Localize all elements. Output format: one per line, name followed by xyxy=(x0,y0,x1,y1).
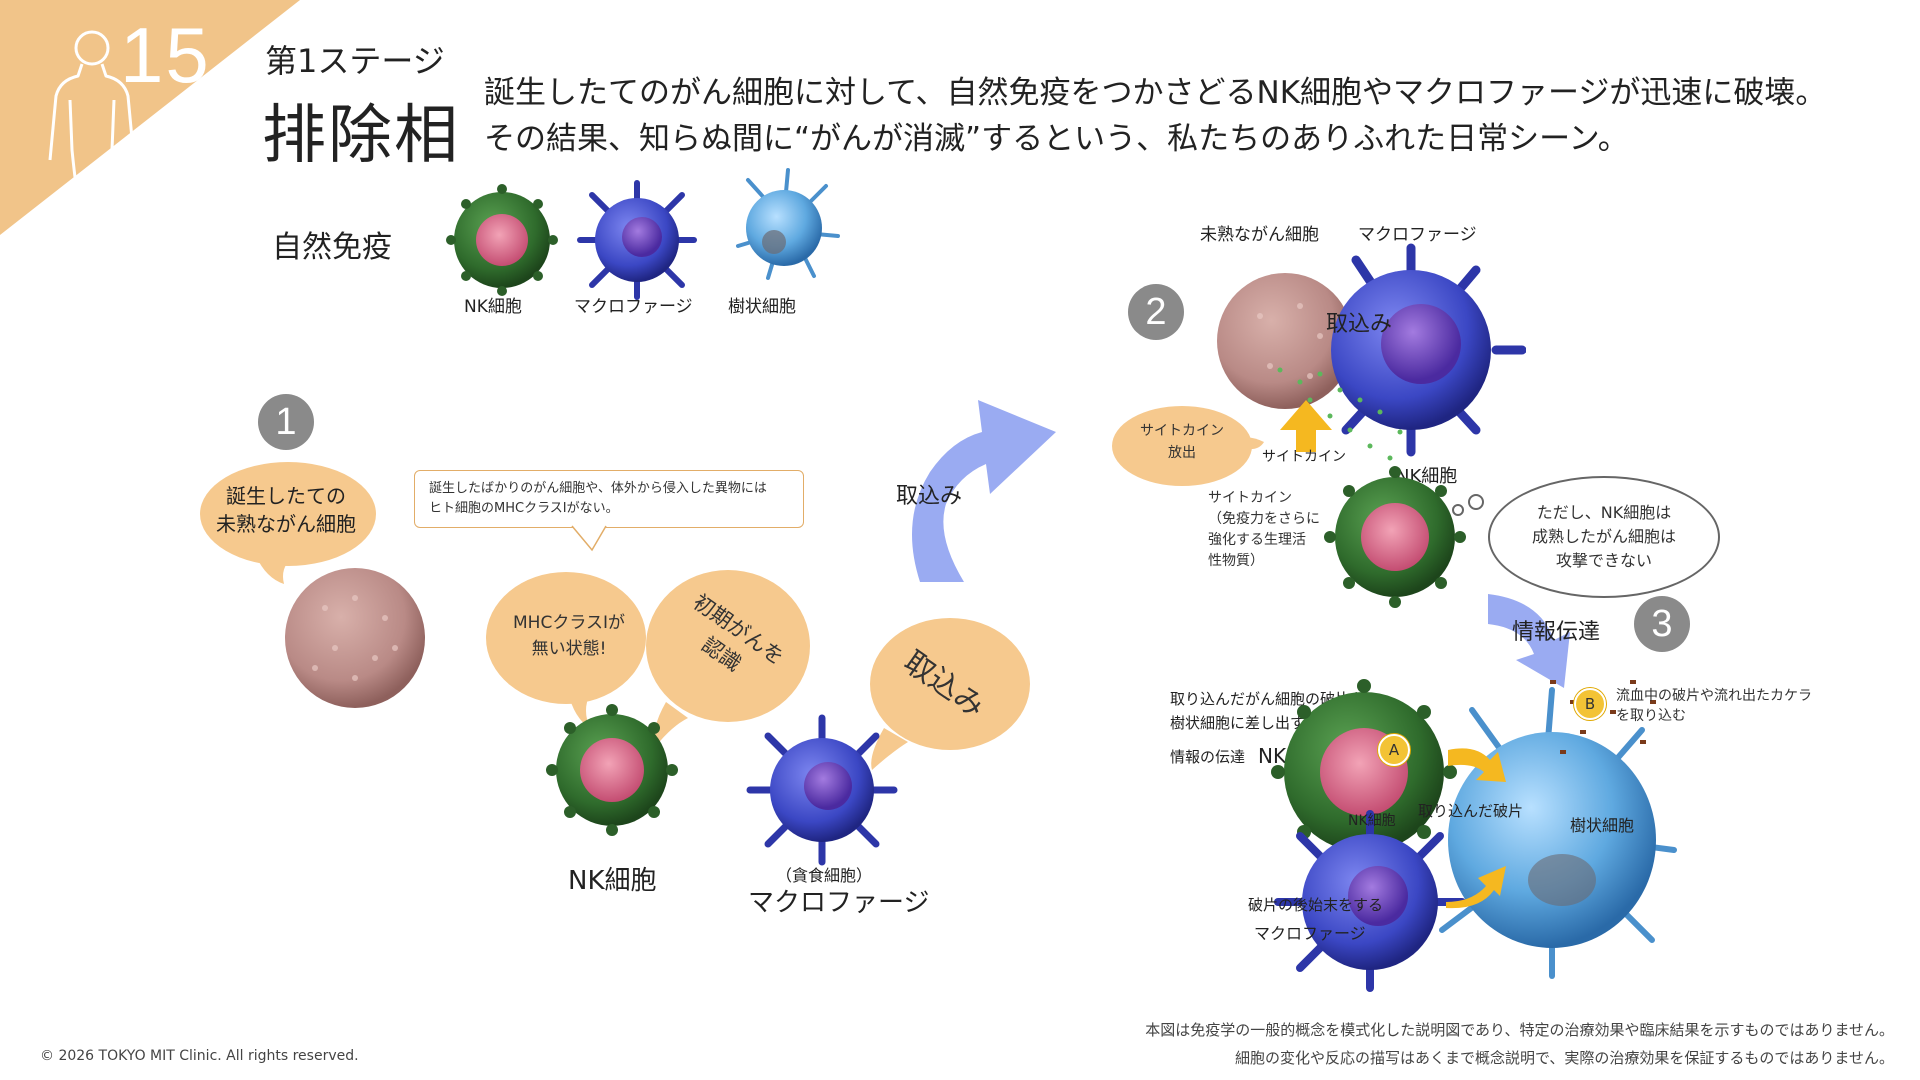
legend-macrophage-cell xyxy=(577,180,697,300)
bubble-engulf-shape xyxy=(870,618,1030,770)
cytokine-particles xyxy=(1277,367,1403,461)
legend-title: 自然免疫 xyxy=(272,230,392,265)
marker-b: B xyxy=(1574,688,1606,720)
step-3-number: 3 xyxy=(1634,596,1690,652)
bubble-cancer-text: 誕生したての 未熟ながん細胞 xyxy=(216,484,356,536)
step-1-macrophage-sub: （貪食細胞） xyxy=(776,866,873,885)
arrow-step2-to-step3 xyxy=(1488,594,1570,688)
phase-title: 排除相 xyxy=(262,99,460,173)
step-1-macrophage-cell xyxy=(746,714,898,866)
step-3-desc-a-line1: 取り込んだがん細胞の破片を xyxy=(1170,690,1366,708)
step-3-macrophage-label: マクロファージ xyxy=(1254,924,1366,943)
thought-dots xyxy=(1452,494,1484,516)
step-2-macrophage-label: マクロファージ xyxy=(1358,225,1477,245)
mhc-note-box: 誕生したばかりのがん細胞や、体外から侵入した異物には ヒト細胞のMHCクラスIが… xyxy=(414,470,804,528)
lead-line-1: 誕生したてのがん細胞に対して、自然免疫をつかさどるNK細胞やマクロファージが迅速… xyxy=(484,75,1827,111)
step-2-number: 2 xyxy=(1128,284,1184,340)
cytokine-up-arrow xyxy=(1280,400,1332,452)
lead-text: 誕生したてのがん細胞に対して、自然免疫をつかさどるNK細胞やマクロファージが迅速… xyxy=(484,70,1894,162)
nk-limitation-cloud: ただし、NK細胞は 成熟したがん細胞は 攻撃できない xyxy=(1488,476,1720,598)
disclaimer-line-2: 細胞の変化や反応の描写はあくまで概念説明で、実際の治療効果を保証するものではあり… xyxy=(1235,1049,1894,1067)
cytokine-label: サイトカイン xyxy=(1262,449,1346,465)
step-3-desc-b: 流血中の破片や流れ出たカケラ を取り込む xyxy=(1616,688,1812,724)
step-1-macrophage-label: マクロファージ xyxy=(748,888,930,918)
info-transfer-label: 情報の伝達 xyxy=(1170,748,1246,766)
step-1-number: 1 xyxy=(258,394,314,450)
copyright: © 2026 TOKYO MIT Clinic. All rights rese… xyxy=(40,1048,359,1064)
step-1-nk-cell xyxy=(546,704,678,836)
fragment-arrow-a xyxy=(1448,748,1506,782)
fragment-label: 取り込んだ破片 xyxy=(1418,802,1524,820)
note-box-pointer xyxy=(571,525,607,552)
step-1-cancer-cell xyxy=(285,568,425,708)
step-2-cancer-label: 未熟ながん細胞 xyxy=(1200,225,1319,245)
lead-line-2: その結果、知らぬ間に“がんが消滅”するという、私たちのありふれた日常シーン。 xyxy=(484,121,1629,157)
bubble-cancer-shape xyxy=(200,462,376,584)
human-body-icon xyxy=(48,30,136,253)
step-3-nk-small-label: NK細胞 xyxy=(1348,813,1396,829)
bubble-cytokine-text: サイトカイン 放出 xyxy=(1140,423,1224,461)
step-3-desc-a-line2: 樹状細胞に差し出す xyxy=(1170,714,1306,732)
bubble-mhc-text: MHCクラスIが 無い状態! xyxy=(513,613,625,659)
step-1-nk-label: NK細胞 xyxy=(568,866,657,896)
fragment-arrow-b xyxy=(1446,866,1506,909)
arrow-step1-to-step2 xyxy=(912,400,1056,582)
bubble-mhc-shape xyxy=(486,572,646,728)
step-3-macrophage-cell xyxy=(1274,810,1466,992)
step-2-engulf-label: 取込み xyxy=(1326,312,1393,337)
marker-a: A xyxy=(1378,734,1410,766)
step-2-nk-cell xyxy=(1324,466,1466,608)
disclaimer-line-1: 本図は免疫学の一般的概念を模式化した説明図であり、特定の治療効果や臨床結果を示す… xyxy=(1145,1021,1894,1039)
cytokine-description: サイトカイン （免疫力をさらに 強化する生理活 性物質） xyxy=(1208,490,1320,569)
bubble-cytokine-shape xyxy=(1112,406,1264,486)
step-3-macrophage-desc: 破片の後始末をする xyxy=(1248,896,1384,914)
legend-dendritic-label: 樹状細胞 xyxy=(728,297,796,317)
step-2-macrophage-cell xyxy=(1331,243,1526,457)
arrow-1-label: 取込み xyxy=(896,484,963,509)
legend-nk-label: NK細胞 xyxy=(464,297,522,317)
legend-dendritic-cell xyxy=(736,168,840,280)
arrow-3-label: 情報伝達 xyxy=(1512,620,1601,645)
stage-number: 15 xyxy=(120,11,211,99)
disclaimer: 本図は免疫学の一般的概念を模式化した説明図であり、特定の治療効果や臨床結果を示す… xyxy=(1145,1016,1894,1072)
bubble-recognize-shape xyxy=(646,570,810,746)
step-3-dendritic-label: 樹状細胞 xyxy=(1570,816,1635,835)
corner-accent xyxy=(0,0,300,235)
stage-label: 第1ステージ xyxy=(265,42,445,80)
legend-nk-cell xyxy=(446,184,558,296)
legend-macrophage-label: マクロファージ xyxy=(574,297,693,317)
